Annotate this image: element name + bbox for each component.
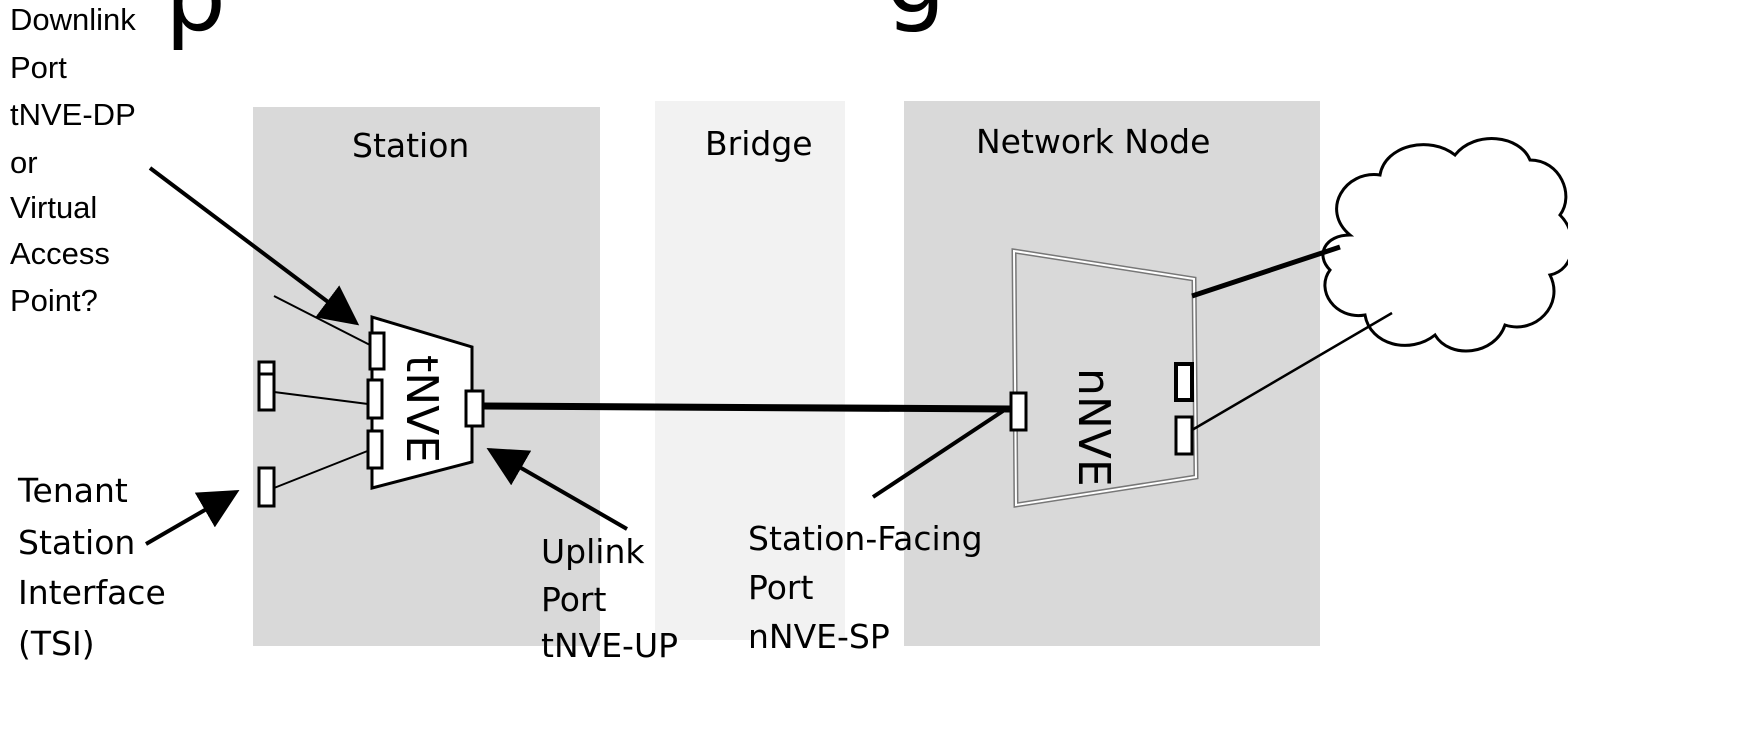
bridge-label: Bridge: [705, 124, 813, 163]
uplink-callout-line-3: tNVE-UP: [541, 626, 678, 664]
nnve-network-port-bottom: [1174, 415, 1194, 456]
network-cloud: [1321, 137, 1568, 353]
uplink-port-callout: Uplink Port tNVE-UP: [541, 532, 678, 664]
tnve-downlink-port-top: [368, 331, 386, 371]
cloud-link-top: [1191, 244, 1341, 299]
downlink-callout-line-3: tNVE-DP: [10, 97, 136, 132]
nnve-label: nNVE: [1068, 368, 1119, 487]
tnve-downlink-port-bottom: [366, 429, 384, 470]
tsi-link-bottom: [273, 449, 371, 489]
downlink-callout-line-4: or: [10, 145, 38, 180]
network-node-label: Network Node: [976, 122, 1210, 161]
tnve-uplink-port: [464, 389, 485, 428]
tsi-callout-line-1: Tenant: [17, 471, 128, 510]
nve-diagram: p g Station Bridge Network Node tNVE nNV…: [10, 0, 1568, 664]
station-facing-callout-line: [871, 409, 1005, 499]
tnve-downlink-port-middle: [366, 378, 384, 420]
tnve-label: tNVE: [396, 355, 447, 463]
nnve-station-facing-port: [1009, 391, 1028, 432]
nnve-network-port-top: [1174, 362, 1194, 402]
uplink-callout-line-1: Uplink: [541, 532, 645, 571]
station-facing-callout-line-1: Station-Facing: [748, 519, 983, 558]
cloud-link-bottom: [1191, 311, 1393, 432]
downlink-callout-line-7: Point?: [10, 283, 98, 318]
downlink-port-callout: Downlink Port tNVE-DP or Virtual Access …: [10, 2, 136, 318]
tsi-port-bottom: [257, 466, 276, 508]
tsi-callout: Tenant Station Interface (TSI): [17, 471, 166, 663]
station-facing-callout-line-3: nNVE-SP: [748, 617, 890, 656]
uplink-callout-arrow: [486, 448, 628, 531]
cropped-title-fragment: p g: [165, 0, 946, 53]
svg-text:p: p: [165, 0, 226, 53]
tsi-callout-line-4: (TSI): [18, 624, 95, 663]
tsi-callout-arrow: [144, 489, 240, 546]
downlink-callout-line-2: Port: [10, 50, 67, 85]
network-node-region: [904, 101, 1320, 646]
downlink-callout-arrow: [148, 166, 360, 326]
bridge-region: [655, 101, 845, 640]
station-label: Station: [352, 126, 469, 165]
station-facing-callout-line-2: Port: [748, 568, 813, 607]
uplink-connection: [482, 402, 1012, 413]
tsi-port-middle: [257, 372, 276, 412]
downlink-callout-line-6: Access: [10, 236, 110, 271]
uplink-callout-line-2: Port: [541, 580, 606, 619]
station-facing-port-callout: Station-Facing Port nNVE-SP: [748, 519, 983, 656]
tsi-callout-line-3: Interface: [18, 573, 166, 612]
downlink-callout-line-5: Virtual: [10, 190, 97, 225]
tsi-link-middle: [273, 391, 369, 405]
svg-text:g: g: [885, 0, 946, 35]
tsi-callout-line-2: Station: [18, 523, 135, 562]
downlink-callout-line-1: Downlink: [10, 2, 136, 37]
